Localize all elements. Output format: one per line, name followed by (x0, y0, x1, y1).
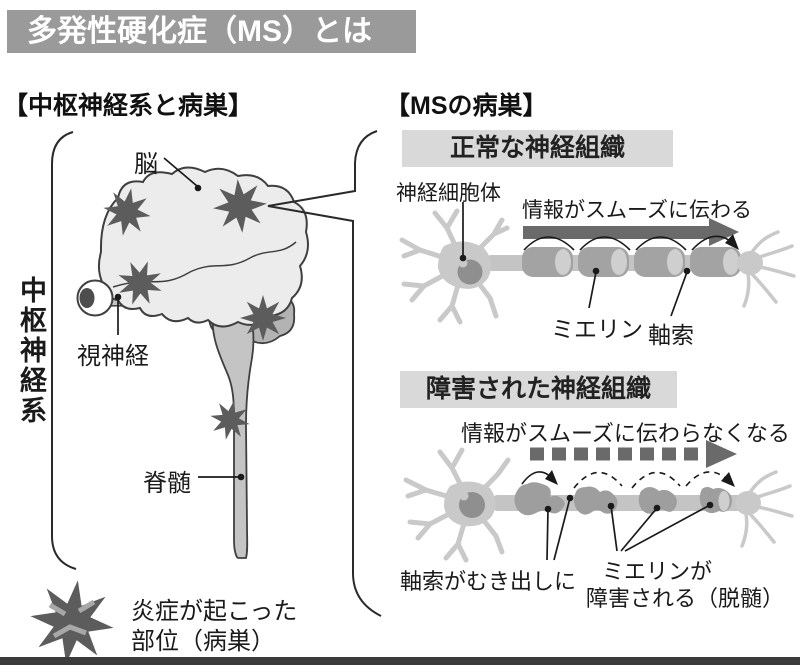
cns-vertical-label: 中枢神経系 (16, 276, 46, 426)
spinal-pointer-dot (237, 473, 245, 481)
blocked-transmission-caption: 情報がスムーズに伝わらなくなる (461, 421, 790, 446)
callout-brace (267, 130, 382, 617)
legend-star-icon (24, 574, 120, 665)
smooth-transmission-caption: 情報がスムーズに伝わる (522, 199, 752, 222)
damaged-neuron-illustration (403, 440, 794, 563)
cellbody-pointer-dot (459, 254, 467, 262)
spinal-cord-label: 脊髄 (143, 470, 191, 497)
legend-text-line2: 部位（病巣） (131, 628, 275, 655)
damaged-myelin-cap (718, 491, 730, 511)
left-panel-leader-lines (117, 157, 240, 478)
demyelination-pointer-dot-3 (706, 501, 714, 509)
normal-terminal-branches (742, 230, 796, 308)
normal-nucleus-highlight (458, 258, 468, 268)
axon-pointer-dot (683, 267, 691, 275)
legend-text-line1: 炎症が起こった (131, 598, 298, 625)
demyelination-pointer-dot-1 (607, 502, 615, 510)
axon-label: 軸索 (648, 322, 694, 348)
myelin-damaged-label-line1: ミエリンが (602, 559, 713, 584)
demyelination-pointer-dot-2 (653, 504, 661, 512)
normal-tissue-banner: 正常な神経組織 (402, 130, 673, 167)
eye-pupil (79, 288, 95, 308)
myelin-damaged-label-line2: 障害される（脱髄） (586, 586, 785, 611)
myelin-label: ミエリン (551, 316, 643, 342)
smooth-arrow (523, 218, 739, 246)
spinal-cord-illustration (211, 315, 255, 559)
damaged-nucleus-highlight (459, 491, 469, 501)
myelin-segments (522, 247, 741, 277)
damaged-tissue-banner: 障害された神経組織 (400, 371, 677, 408)
left-panel-header: 【中枢神経系と病巣】 (3, 92, 254, 120)
normal-neuron-illustration (399, 202, 796, 325)
lesion-star-cerebellum (240, 295, 286, 341)
footer-divider-bar (0, 657, 800, 665)
right-panel-header: 【MSの病巣】 (385, 92, 548, 120)
exposed-pointer-dot-2 (566, 494, 574, 502)
damaged-hop-arrowhead-1 (545, 470, 558, 485)
normal-hop-arrowhead (725, 234, 739, 250)
axon-leader-line (670, 271, 688, 317)
optic-nerve-label: 視神経 (77, 343, 149, 370)
optic-pointer-dot (114, 293, 122, 301)
myelin-pointer-dot (592, 267, 600, 275)
left-bracket (51, 131, 77, 570)
damaged-hop-arrowhead-2 (721, 472, 735, 487)
cell-body-label: 神経細胞体 (396, 182, 501, 205)
dashed-arrow (530, 440, 737, 468)
myelin-leader-line (588, 271, 597, 309)
damaged-leader-lines (546, 497, 711, 561)
axon-exposed-label: 軸索がむき出しに (400, 569, 577, 594)
damaged-terminal-branches (740, 470, 794, 548)
page-title: 多発性硬化症（MS）とは (7, 10, 416, 53)
brain-label: 脳 (134, 151, 158, 178)
exposed-pointer-dot-1 (544, 505, 552, 513)
brain-pointer-dot (194, 184, 202, 192)
damaged-hop-arcs-dashed (573, 471, 731, 489)
